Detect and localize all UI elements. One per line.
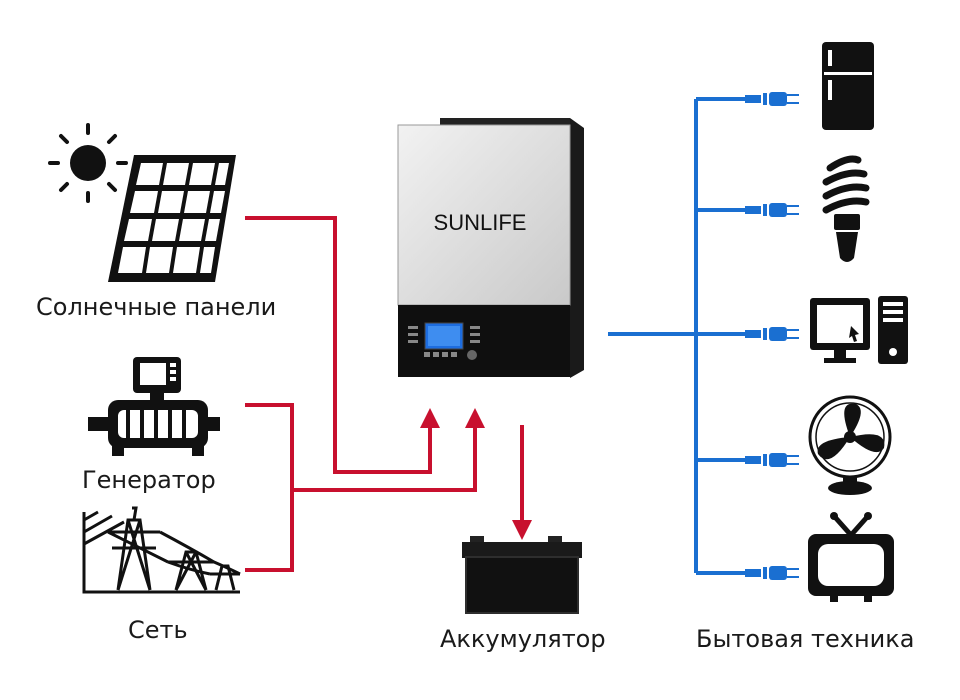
computer-icon: [810, 296, 908, 364]
plug-connectors: [745, 92, 799, 580]
sun-icon: [48, 123, 128, 203]
solar-panel-icon: [108, 155, 236, 282]
inverter-brand: SUNLIFE: [434, 210, 527, 235]
light-bulb-icon: [822, 155, 870, 262]
input-lines: [245, 216, 532, 572]
generator-icon: [88, 357, 220, 456]
battery-label: Аккумулятор: [440, 625, 606, 653]
grid-line: [292, 408, 485, 492]
tv-icon: [808, 512, 894, 602]
inverter-unit: [397, 118, 584, 378]
refrigerator-icon: [822, 42, 874, 130]
solar-panels-label: Солнечные панели: [36, 293, 277, 321]
power-grid-icon: [82, 506, 241, 594]
appliances-label: Бытовая техника: [696, 625, 915, 653]
grid-label: Сеть: [128, 616, 188, 644]
solar-line: [245, 216, 440, 474]
battery-icon: [462, 536, 582, 614]
fan-icon: [808, 395, 892, 495]
output-lines: [608, 97, 745, 575]
generator-line: [245, 403, 294, 572]
generator-label: Генератор: [82, 466, 216, 494]
